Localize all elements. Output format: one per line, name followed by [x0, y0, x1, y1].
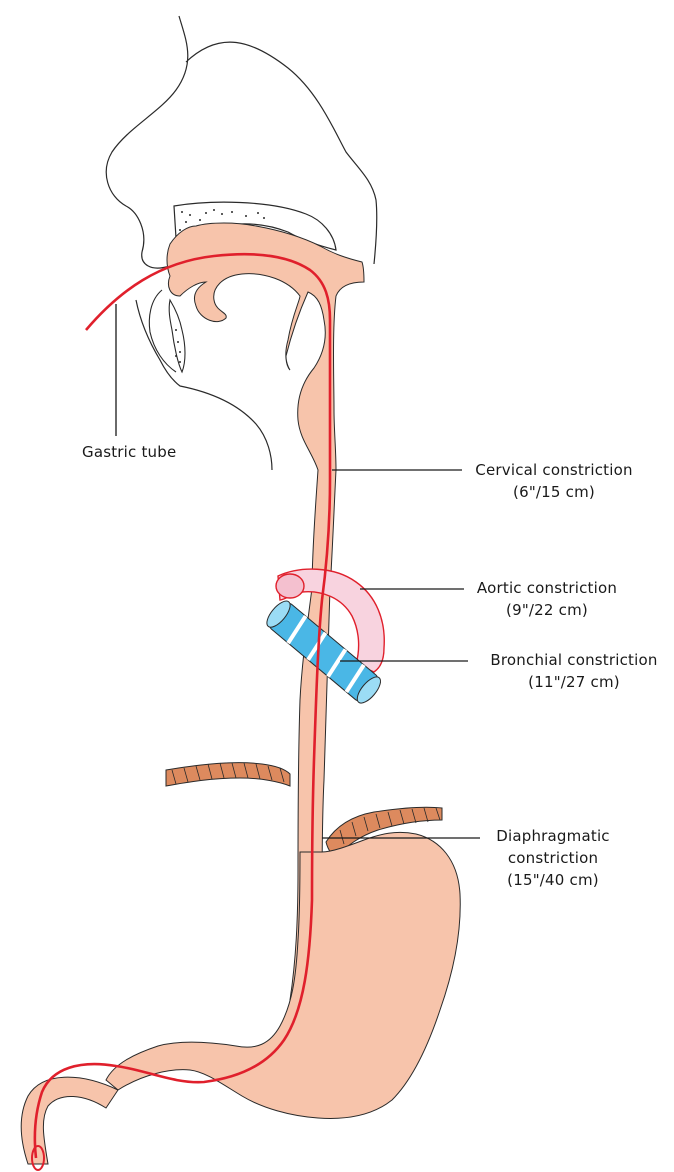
diaphragm-left — [166, 763, 290, 786]
cervical-constriction-label: Cervical constriction (6"/15 cm) — [474, 459, 634, 503]
diaphragmatic-name-line1: Diaphragmatic — [486, 825, 620, 847]
aortic-constriction-label: Aortic constriction (9"/22 cm) — [472, 577, 622, 621]
pharynx-tissue — [167, 223, 364, 590]
cervical-name: Cervical constriction — [474, 459, 634, 481]
cervical-distance: (6"/15 cm) — [474, 481, 634, 503]
diaphragmatic-distance: (15"/40 cm) — [486, 869, 620, 891]
bronchial-name: Bronchial constriction — [476, 649, 672, 671]
diaphragmatic-constriction-label: Diaphragmatic constriction (15"/40 cm) — [486, 825, 620, 891]
aortic-arch-end — [276, 574, 304, 598]
gastric-tube-text: Gastric tube — [82, 441, 176, 463]
bronchial-constriction-label: Bronchial constriction (11"/27 cm) — [476, 649, 672, 693]
gastric-tube-label: Gastric tube — [82, 441, 176, 463]
diaphragmatic-name-line2: constriction — [486, 847, 620, 869]
aortic-name: Aortic constriction — [472, 577, 622, 599]
mandible-bone — [169, 300, 185, 372]
aortic-distance: (9"/22 cm) — [472, 599, 622, 621]
bronchial-distance: (11"/27 cm) — [476, 671, 672, 693]
